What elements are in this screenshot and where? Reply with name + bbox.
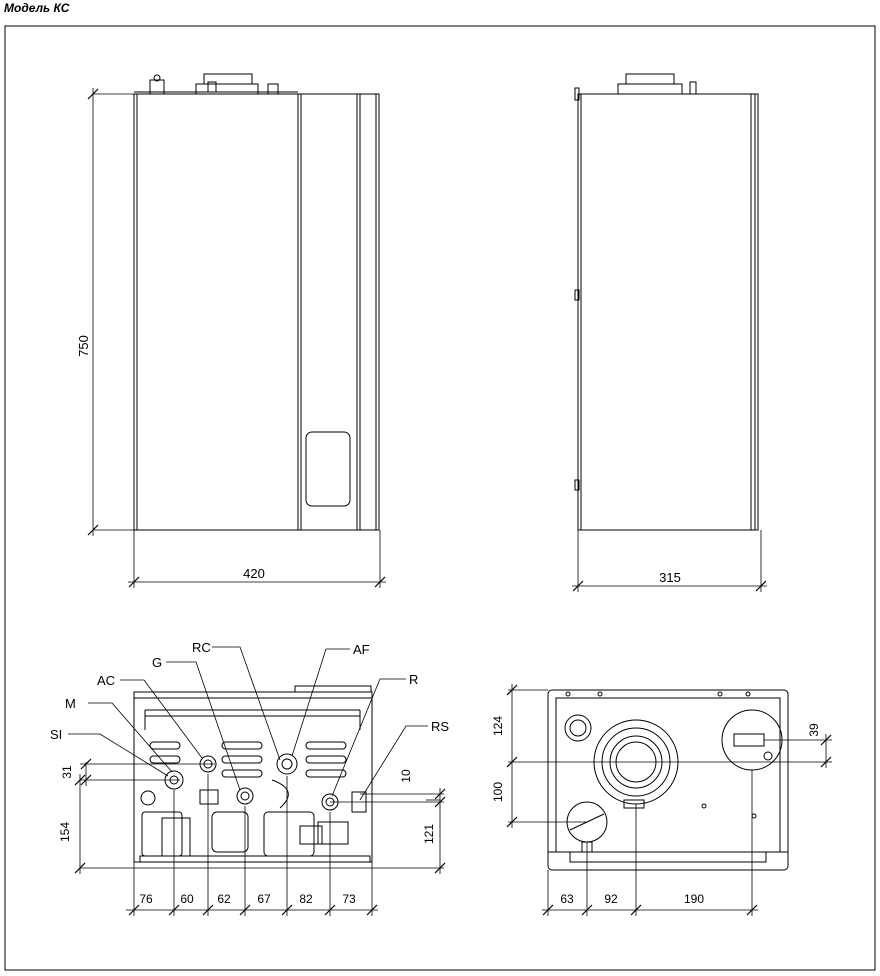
label-rc: RC — [192, 640, 211, 655]
front-dimensions — [87, 88, 386, 588]
dim-82: 82 — [299, 892, 313, 906]
dim-124: 124 — [491, 716, 505, 736]
dim-63: 63 — [560, 892, 574, 906]
dim-67: 67 — [257, 892, 271, 906]
label-rs: RS — [431, 719, 449, 734]
label-af: AF — [353, 642, 370, 657]
label-r: R — [409, 672, 418, 687]
side-dimensions — [572, 530, 767, 592]
depth-dimension-label: 315 — [659, 570, 681, 585]
dim-39: 39 — [807, 723, 821, 737]
top-horizontal-dims: 63 92 190 — [560, 892, 704, 906]
label-m: M — [65, 696, 76, 711]
height-dimension-label: 750 — [76, 335, 91, 357]
dim-73: 73 — [342, 892, 356, 906]
dim-60: 60 — [180, 892, 194, 906]
label-leaders — [68, 646, 428, 801]
bottom-horizontal-dims: 76 60 62 67 82 73 — [139, 892, 356, 906]
dim-10: 10 — [399, 769, 413, 783]
drawing-title: Модель КС — [4, 1, 70, 15]
connections-view — [133, 685, 373, 863]
connections-dimensions — [74, 758, 446, 916]
dim-121: 121 — [422, 824, 436, 844]
side-view — [574, 73, 759, 531]
top-dimensions — [506, 684, 832, 916]
label-ac: AC — [97, 673, 115, 688]
dim-92: 92 — [604, 892, 618, 906]
dim-31: 31 — [60, 765, 74, 779]
front-view — [133, 73, 380, 531]
width-dimension-label: 420 — [243, 566, 265, 581]
dim-190: 190 — [684, 892, 704, 906]
dim-154: 154 — [58, 822, 72, 842]
dim-76: 76 — [139, 892, 153, 906]
label-si: SI — [50, 727, 62, 742]
drawing-border — [4, 25, 876, 971]
dim-62: 62 — [217, 892, 231, 906]
label-g: G — [152, 655, 162, 670]
dim-100: 100 — [491, 782, 505, 802]
